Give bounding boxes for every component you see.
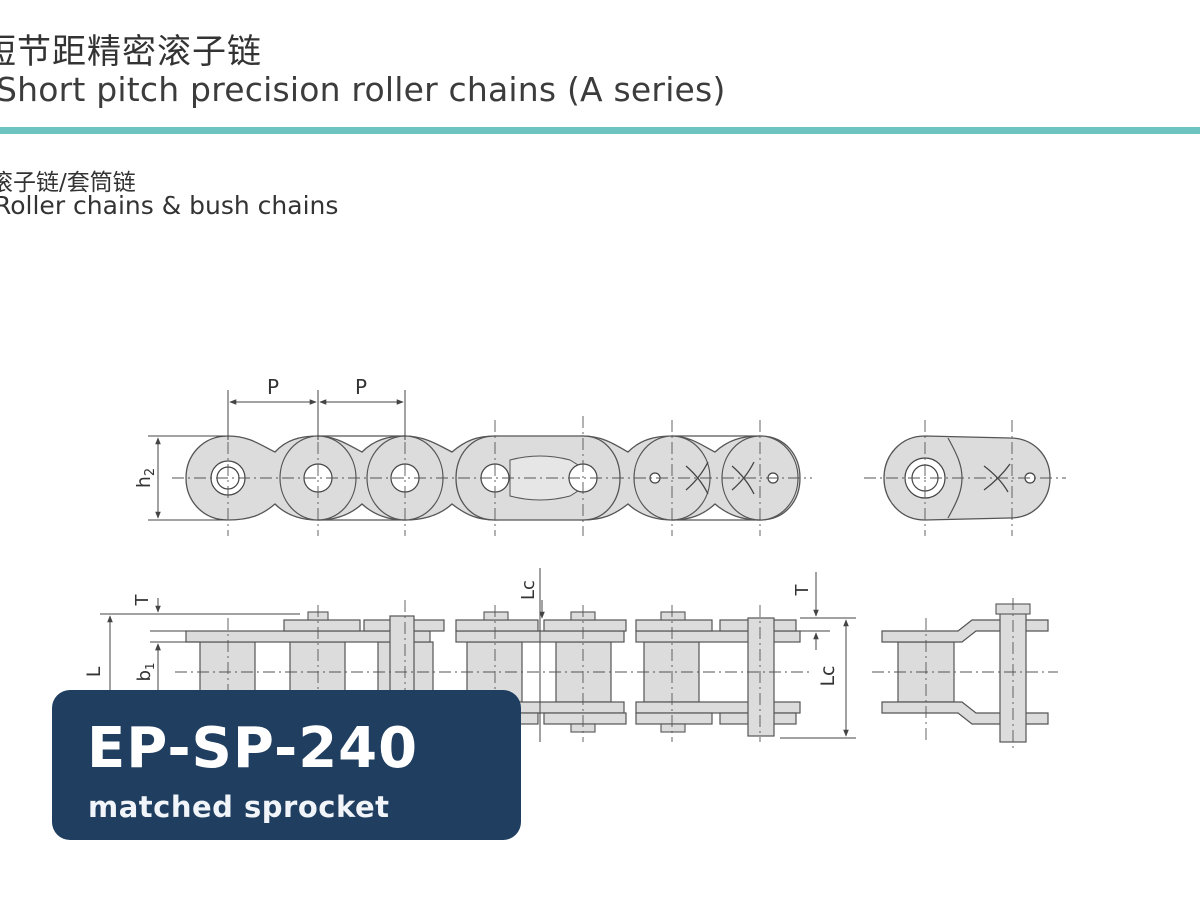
badge-title: EP-SP-240 [87,716,419,781]
connecting-pin-label-right: Lc [817,665,839,686]
inner-width-subscript: 1 [143,662,157,670]
svg-text:h2: h2 [133,468,158,488]
pitch-label-2: P [355,375,367,399]
chain-end-top-view [872,598,1058,748]
connecting-pin-label-top: Lc [518,580,539,600]
page-title-cn: 短节距精密滚子链 [0,32,262,72]
svg-text:b1: b1 [134,662,157,681]
plate-height-subscript: 2 [143,468,158,476]
plate-thickness-label-left: T [132,594,153,607]
plate-height-label: h [133,476,155,488]
pitch-label-1: P [267,375,279,399]
accent-rule [0,127,1200,134]
section-subtitle-en: Roller chains & bush chains [0,191,339,220]
badge-subtitle: matched sprocket [88,790,390,824]
chain-end-side-view [864,420,1066,536]
overall-width-label: L [83,666,105,677]
plate-thickness-label-right: T [792,584,813,597]
section-subtitle-cn: 滚子链/套筒链 [0,170,136,196]
product-badge: EP-SP-240 matched sprocket [52,690,521,840]
page-title-en: Short pitch precision roller chains (A s… [0,70,726,109]
inner-width-label: b [134,670,155,681]
chain-side-view: P P h2 [133,375,812,536]
